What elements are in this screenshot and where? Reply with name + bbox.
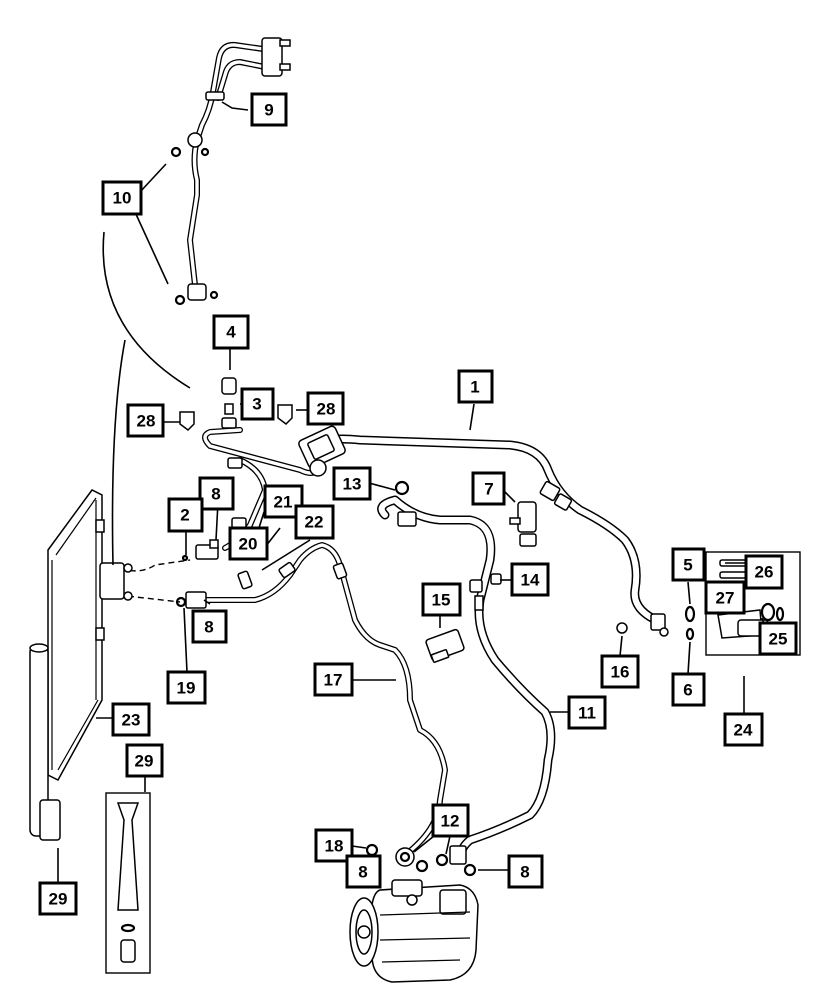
callout-label: 5 <box>683 556 692 575</box>
callout-8-b: 8 <box>191 609 228 644</box>
callout-label: 8 <box>204 618 213 637</box>
callout-label: 25 <box>769 630 788 649</box>
callout-8-a: 8 <box>198 476 235 511</box>
part-11-suction-line <box>377 495 556 865</box>
callout-label: 15 <box>432 591 451 610</box>
callout-label: 8 <box>211 485 220 504</box>
callout-label: 29 <box>135 752 154 771</box>
callout-10: 10 <box>101 180 143 216</box>
callout-label: 22 <box>305 513 324 532</box>
callout-5: 5 <box>671 547 706 582</box>
compressor <box>349 879 479 983</box>
part-23-condenser <box>47 489 133 781</box>
callout-label: 1 <box>470 378 479 397</box>
callout-16: 16 <box>600 654 640 689</box>
callout-label: 12 <box>441 812 460 831</box>
callout-label: 14 <box>521 571 540 590</box>
callout-label: 13 <box>343 475 362 494</box>
callout-2: 2 <box>167 497 204 533</box>
callout-6: 6 <box>671 672 706 707</box>
callout-label: 3 <box>252 395 261 414</box>
callout-23: 23 <box>111 702 151 737</box>
callout-label: 6 <box>683 681 692 700</box>
callout-26: 26 <box>744 554 784 590</box>
part-29-detail <box>105 792 151 974</box>
callout-14: 14 <box>510 562 550 597</box>
callout-label: 19 <box>177 679 196 698</box>
callout-label: 8 <box>520 863 529 882</box>
callout-label: 16 <box>611 663 630 682</box>
callout-20: 20 <box>228 526 269 561</box>
callout-17: 17 <box>313 662 354 697</box>
callout-4: 4 <box>212 314 250 350</box>
callout-27: 27 <box>704 580 746 615</box>
callout-28-right: 28 <box>306 391 345 426</box>
callout-9: 9 <box>250 92 288 127</box>
part-1-suction-hose <box>202 425 669 637</box>
callout-label: 10 <box>113 189 132 208</box>
callout-label: 26 <box>755 563 774 582</box>
callout-28-left: 28 <box>126 403 165 438</box>
callout-22: 22 <box>294 504 335 540</box>
callout-15: 15 <box>421 582 462 617</box>
callout-18: 18 <box>314 828 354 863</box>
callout-label: 8 <box>358 863 367 882</box>
callout-label: 21 <box>274 493 293 512</box>
callout-label: 23 <box>122 711 141 730</box>
callout-7: 7 <box>471 471 506 506</box>
callout-label: 2 <box>180 506 189 525</box>
callout-label: 11 <box>578 704 596 723</box>
callout-label: 20 <box>239 535 258 554</box>
callout-label: 28 <box>317 400 336 419</box>
small-fittings <box>117 377 696 877</box>
part-29-receiver-drier <box>29 643 61 841</box>
callout-29: 29 <box>38 881 78 916</box>
callout-label: 7 <box>484 480 493 499</box>
callout-19: 19 <box>166 670 207 705</box>
callout-12: 12 <box>431 803 470 838</box>
callout-label: 28 <box>137 412 156 431</box>
callout-29-detail: 29 <box>125 743 164 778</box>
callout-25: 25 <box>758 621 798 656</box>
callout-label: 24 <box>734 721 753 740</box>
callout-8-d: 8 <box>507 854 544 889</box>
callout-label: 27 <box>716 589 735 608</box>
callout-1: 1 <box>457 369 494 404</box>
callout-label: 4 <box>226 323 236 342</box>
leader-lines <box>57 101 765 882</box>
callout-3: 3 <box>240 387 275 421</box>
callout-label: 17 <box>324 671 343 690</box>
part-22-liquid-line <box>185 542 448 867</box>
part-9-liquid-line <box>170 37 291 306</box>
callout-label: 29 <box>49 890 68 909</box>
callout-11: 11 <box>567 695 607 730</box>
callout-13: 13 <box>332 466 372 501</box>
callout-label: 9 <box>264 101 273 120</box>
callout-label: 18 <box>325 837 344 856</box>
callout-24: 24 <box>723 712 764 747</box>
callout-8-c: 8 <box>345 854 382 889</box>
